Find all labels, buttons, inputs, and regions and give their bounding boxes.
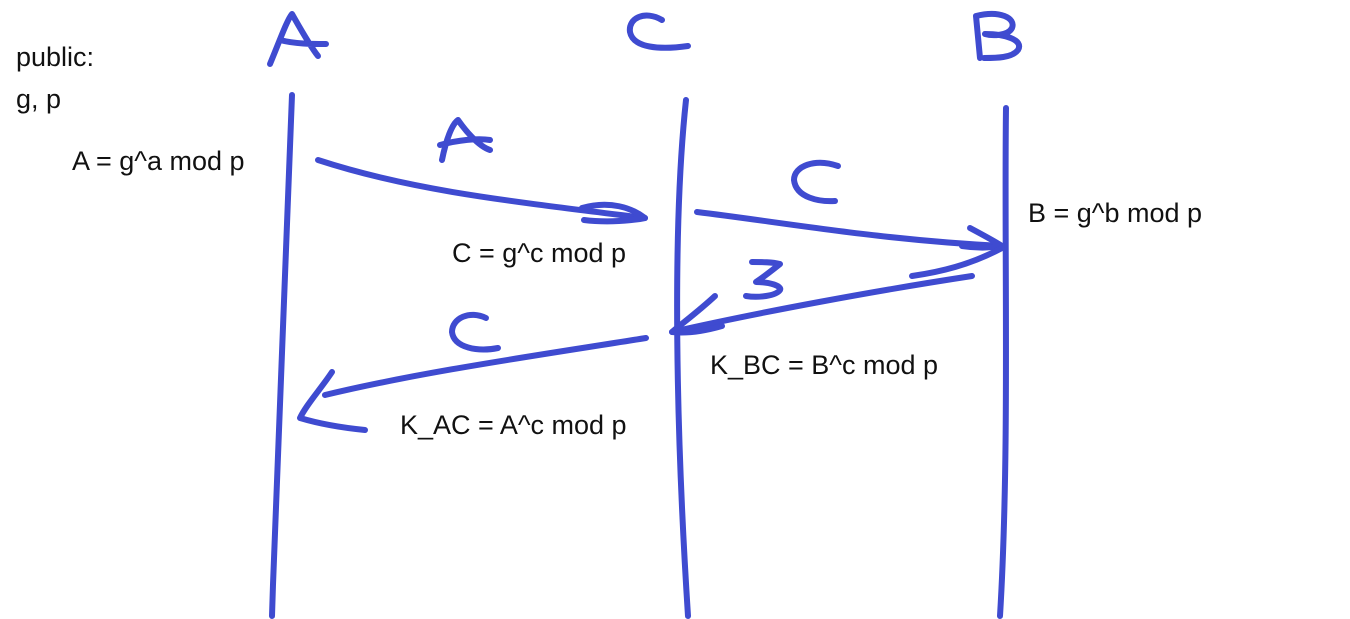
public-heading: public: xyxy=(16,42,95,72)
lifeline-a xyxy=(269,92,295,619)
lifeline-b xyxy=(997,105,1009,619)
message-b-handwritten xyxy=(743,259,784,300)
equation-c-public: C = g^c mod p xyxy=(452,238,626,268)
party-c-handwritten xyxy=(626,12,691,51)
equation-k-ac: K_AC = A^c mod p xyxy=(400,410,627,440)
arrow-a-to-c-head xyxy=(579,201,648,225)
arrow-c-to-b xyxy=(694,209,1005,249)
equation-b-public: B = g^b mod p xyxy=(1028,198,1203,228)
message-c-to-b-handwritten xyxy=(791,159,841,205)
arrow-a-to-c xyxy=(315,157,648,221)
equation-k-bc: K_BC = B^c mod p xyxy=(710,350,939,380)
public-params: g, p xyxy=(16,84,62,114)
arrow-c-to-a xyxy=(322,335,649,398)
arrow-c-to-a-head xyxy=(297,369,368,433)
message-c-to-a-handwritten xyxy=(449,311,501,353)
message-a-handwritten xyxy=(437,117,493,163)
equation-a-public: A = g^a mod p xyxy=(72,146,245,176)
arrow-b-to-c xyxy=(669,273,975,335)
lifeline-c xyxy=(674,97,691,619)
party-b-handwritten xyxy=(973,10,1023,61)
arrow-b-to-c-head xyxy=(669,293,725,336)
arrow-b-to-c-top xyxy=(909,245,1005,279)
party-a-handwritten xyxy=(267,11,329,67)
